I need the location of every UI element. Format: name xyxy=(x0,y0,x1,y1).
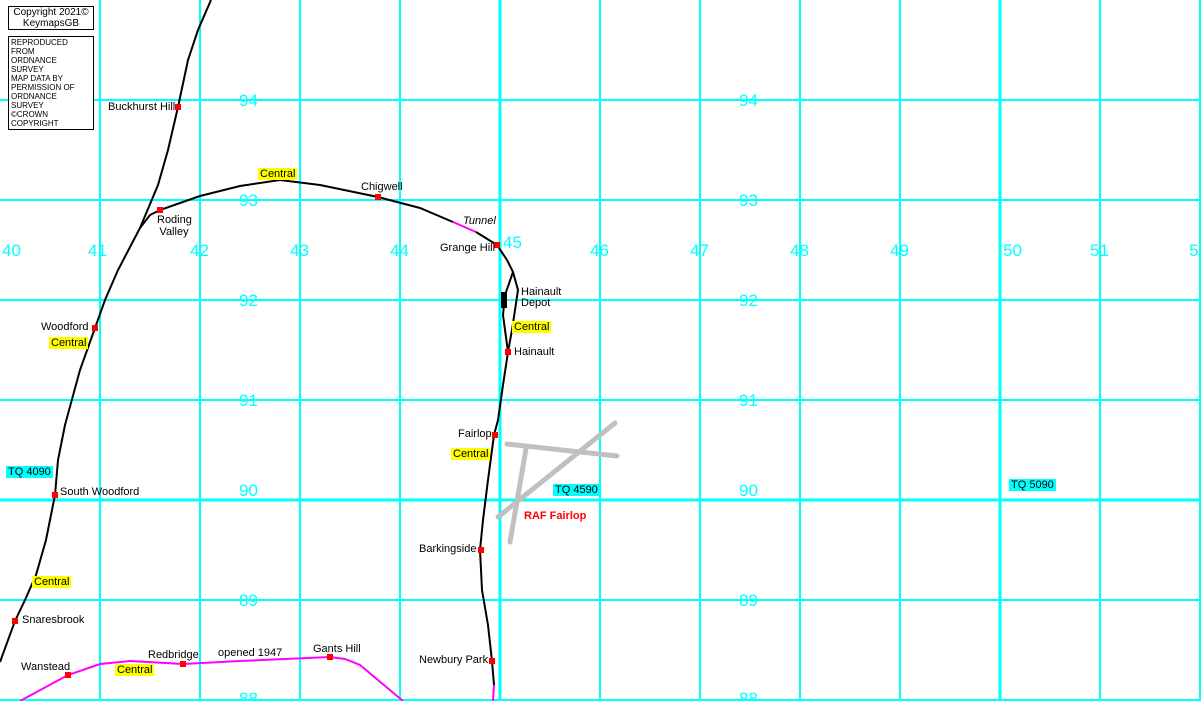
station-label[interactable]: Redbridge xyxy=(148,649,199,661)
station-label[interactable]: Chigwell xyxy=(361,181,403,193)
northing-label: 90 xyxy=(739,481,758,500)
easting-label: 48 xyxy=(790,241,809,260)
line-label: Central xyxy=(115,664,155,676)
station-label[interactable]: Roding Valley xyxy=(157,214,192,238)
easting-label: 44 xyxy=(390,241,409,260)
northing-label: 93 xyxy=(239,191,258,210)
easting-label: 47 xyxy=(690,241,709,260)
grid-ref-label: TQ 4090 xyxy=(6,466,53,478)
line-label: Central xyxy=(258,168,298,180)
line-label: Central xyxy=(512,321,552,333)
copyright-line1: Copyright 2021© xyxy=(13,7,89,18)
easting-label: 51 xyxy=(1090,241,1109,260)
northing-label: 88 xyxy=(739,689,758,701)
easting-label: 40 xyxy=(2,241,21,260)
station-label[interactable]: Gants Hill xyxy=(313,643,361,655)
line-label: Central xyxy=(32,576,72,588)
northing-label: 93 xyxy=(739,191,758,210)
depot-sidings xyxy=(501,292,507,308)
rail-lines xyxy=(0,0,520,701)
northing-label: 88 xyxy=(239,689,258,701)
depot-label: Depot xyxy=(521,297,551,309)
line-label: Central xyxy=(451,448,491,460)
easting-label: 43 xyxy=(290,241,309,260)
os-notice-line: ©CROWN COPYRIGHT xyxy=(11,110,59,128)
copyright-line2: KeymapsGB xyxy=(22,18,80,29)
station-label[interactable]: South Woodford xyxy=(60,486,140,498)
station-markers xyxy=(12,104,511,678)
northing-label: 89 xyxy=(739,591,758,610)
northing-label: 92 xyxy=(739,291,758,310)
opened-label: opened 1947 xyxy=(218,647,283,659)
airfield-label: RAF Fairlop xyxy=(524,510,587,522)
northing-label: 94 xyxy=(739,91,758,110)
northing-label: 91 xyxy=(739,391,758,410)
station-label[interactable]: Wanstead xyxy=(21,661,71,673)
easting-label: 41 xyxy=(88,241,107,260)
station-label[interactable]: Newbury Park xyxy=(419,654,489,666)
grid-ref-label: TQ 4590 xyxy=(553,484,600,496)
line-label: Central xyxy=(49,337,89,349)
os-notice-line: PERMISSION OF xyxy=(11,83,75,92)
northing-label: 92 xyxy=(239,291,258,310)
os-notice-line: MAP DATA BY xyxy=(11,74,64,83)
easting-label: 46 xyxy=(590,241,609,260)
station-label[interactable]: Hainault xyxy=(514,346,555,358)
easting-label: 50 xyxy=(1003,241,1022,260)
tunnel-label: Tunnel xyxy=(463,215,496,227)
station-label[interactable]: Woodford xyxy=(41,321,89,333)
easting-label: 49 xyxy=(890,241,909,260)
station-label[interactable]: Buckhurst Hill xyxy=(108,101,176,113)
grid-ref-label: TQ 5090 xyxy=(1009,479,1056,491)
depot-label: Hainault xyxy=(521,286,562,298)
station-label[interactable]: Barkingside xyxy=(419,543,477,555)
os-notice-line: ORDNANCE SURVEY xyxy=(11,92,57,110)
airfield-runways xyxy=(495,420,620,545)
northing-label: 90 xyxy=(239,481,258,500)
northing-label: 89 xyxy=(239,591,258,610)
station-label[interactable]: Fairlop xyxy=(458,428,492,440)
os-notice-line: REPRODUCED FROM xyxy=(11,38,68,56)
northing-label: 91 xyxy=(239,391,258,410)
station-label[interactable]: Snaresbrook xyxy=(22,614,85,626)
copyright-box: Copyright 2021©KeymapsGB xyxy=(8,6,94,30)
os-notice-line: ORDNANCE SURVEY xyxy=(11,56,57,74)
station-label[interactable]: Grange Hill xyxy=(440,242,496,254)
easting-label: 5 xyxy=(1189,241,1199,260)
northing-label: 94 xyxy=(239,91,258,110)
easting-label: 42 xyxy=(190,241,209,260)
easting-label: 45 xyxy=(503,233,522,252)
